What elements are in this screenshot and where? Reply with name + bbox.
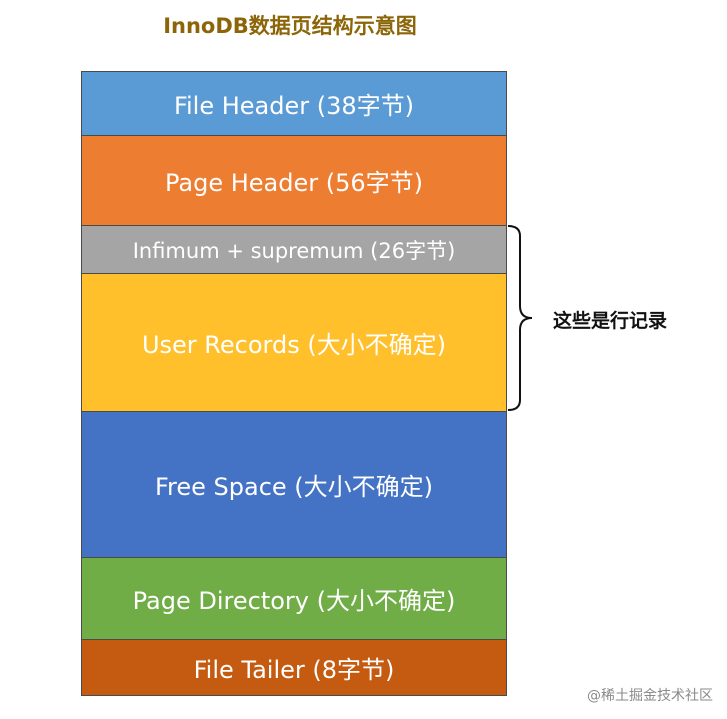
block-free-space: Free Space (大小不确定) <box>81 412 507 558</box>
block-user-records-label: User Records (大小不确定) <box>141 331 447 359</box>
row-records-label: 这些是行记录 <box>553 310 668 332</box>
block-page-header: Page Header (56字节) <box>81 136 507 226</box>
block-infimum-supremum-label: Infimum + supremum (26字节) <box>132 238 456 263</box>
watermark: @稀土掘金技术社区 <box>587 688 713 704</box>
block-user-records: User Records (大小不确定) <box>81 274 507 412</box>
block-page-directory: Page Directory (大小不确定) <box>81 558 507 640</box>
block-infimum-supremum: Infimum + supremum (26字节) <box>81 226 507 274</box>
diagram-title: InnoDB数据页结构示意图 <box>163 14 417 38</box>
curly-brace-icon <box>507 225 533 411</box>
block-page-directory-label: Page Directory (大小不确定) <box>132 587 456 615</box>
block-file-header-label: File Header (38字节) <box>173 92 415 120</box>
block-file-tailer-label: File Tailer (8字节) <box>193 656 395 684</box>
page-structure-stack: File Header (38字节) Page Header (56字节) In… <box>81 71 507 696</box>
block-file-tailer: File Tailer (8字节) <box>81 640 507 696</box>
block-free-space-label: Free Space (大小不确定) <box>154 473 434 501</box>
block-file-header: File Header (38字节) <box>81 71 507 136</box>
block-page-header-label: Page Header (56字节) <box>164 169 423 197</box>
